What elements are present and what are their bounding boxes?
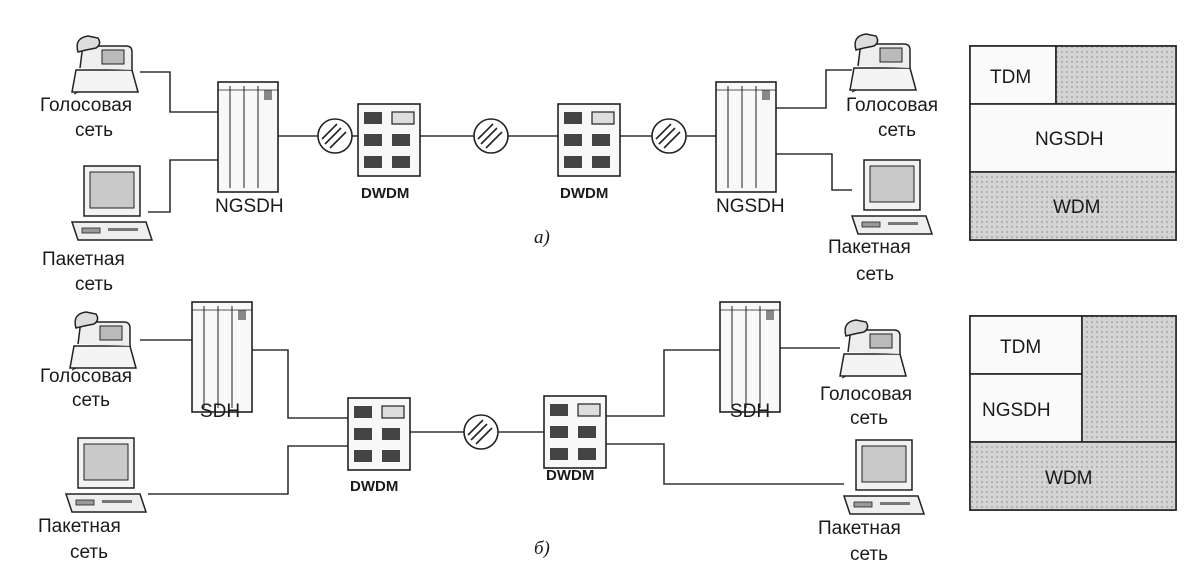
computer-icon bbox=[71, 165, 153, 241]
wire-b-sdh-right bbox=[606, 349, 720, 417]
dwdm-label: DWDM bbox=[361, 185, 409, 202]
legend-a-ngsdh-label: NGSDH bbox=[1035, 129, 1104, 150]
packet-network-label-line1: Пакетная bbox=[38, 516, 121, 537]
packet-network-label-line1: Пакетная bbox=[818, 518, 901, 539]
computer-icon bbox=[65, 437, 147, 513]
caption-b: б) bbox=[534, 538, 550, 559]
packet-network-label-line2: сеть bbox=[856, 264, 894, 285]
legend-b-wdm-cell bbox=[969, 441, 1177, 511]
legend-b-wdm-label: WDM bbox=[1045, 468, 1092, 489]
wire-a-voice-right bbox=[776, 69, 852, 109]
voice-network-label-line2: сеть bbox=[75, 120, 113, 141]
computer-icon bbox=[851, 159, 933, 235]
legend-b-tdm-cell bbox=[969, 315, 1083, 375]
computer-icon bbox=[843, 439, 925, 515]
legend-a-wdm-cell bbox=[969, 171, 1177, 241]
ngsdh-rack-icon bbox=[715, 81, 777, 193]
caption-a: а) bbox=[534, 227, 550, 248]
legend-a-packet-cell bbox=[1055, 45, 1177, 105]
sdh-label: SDH bbox=[200, 401, 240, 422]
telephone-icon bbox=[849, 33, 917, 93]
voice-network-label-line2: сеть bbox=[878, 120, 916, 141]
legend-a-tdm-label: TDM bbox=[990, 67, 1031, 88]
legend-a: TDM NGSDH WDM bbox=[969, 45, 1177, 241]
voice-network-label-line2: сеть bbox=[72, 390, 110, 411]
diagram-a: Голосовая сеть Пакетная сеть NGSDH DWDM … bbox=[40, 33, 938, 295]
dwdm-box-icon bbox=[557, 103, 621, 177]
legend-a-ngsdh-cell bbox=[969, 103, 1177, 173]
legend-b-packet-cell bbox=[1081, 315, 1177, 443]
wire-a-voice-left bbox=[140, 71, 218, 113]
wire-b-sdh-left bbox=[252, 349, 348, 419]
dwdm-box-icon bbox=[357, 103, 421, 177]
voice-network-label-line1: Голосовая bbox=[40, 95, 132, 116]
voice-network-label-line1: Голосовая bbox=[820, 384, 912, 405]
voice-network-label-line1: Голосовая bbox=[40, 366, 132, 387]
ngsdh-label: NGSDH bbox=[716, 196, 785, 217]
packet-network-label-line1: Пакетная bbox=[42, 249, 125, 270]
sdh-rack-icon bbox=[191, 301, 253, 413]
telephone-icon bbox=[69, 311, 137, 371]
telephone-icon bbox=[839, 319, 907, 379]
voice-network-label-line2: сеть bbox=[850, 408, 888, 429]
packet-network-label-line2: сеть bbox=[70, 542, 108, 563]
packet-network-label-line2: сеть bbox=[75, 274, 113, 295]
dwdm-label: DWDM bbox=[560, 185, 608, 202]
wire-b-packet-right bbox=[606, 443, 844, 485]
dwdm-label: DWDM bbox=[546, 467, 594, 484]
legend-b-ngsdh-cell bbox=[969, 373, 1083, 443]
packet-network-label-line2: сеть bbox=[850, 544, 888, 565]
optical-amplifier-icon bbox=[463, 414, 499, 450]
wire-b-packet-left bbox=[148, 445, 348, 495]
telephone-icon bbox=[71, 35, 139, 95]
diagram-b: Голосовая сеть Пакетная сеть SDH DWDM DW… bbox=[38, 301, 925, 565]
dwdm-box-icon bbox=[543, 395, 607, 469]
voice-network-label-line1: Голосовая bbox=[846, 95, 938, 116]
legend-b-ngsdh-label: NGSDH bbox=[982, 400, 1051, 421]
dwdm-box-icon bbox=[347, 397, 411, 471]
optical-amplifier-icon bbox=[473, 118, 509, 154]
dwdm-label: DWDM bbox=[350, 478, 398, 495]
wire-a-packet-left bbox=[148, 159, 218, 213]
ngsdh-rack-icon bbox=[217, 81, 279, 193]
sdh-label: SDH bbox=[730, 401, 770, 422]
optical-amplifier-icon bbox=[317, 118, 353, 154]
legend-b-tdm-label: TDM bbox=[1000, 337, 1041, 358]
ngsdh-label: NGSDH bbox=[215, 196, 284, 217]
sdh-rack-icon bbox=[719, 301, 781, 413]
optical-amplifier-icon bbox=[651, 118, 687, 154]
legend-b: TDM NGSDH WDM bbox=[969, 315, 1177, 511]
packet-network-label-line1: Пакетная bbox=[828, 237, 911, 258]
legend-a-wdm-label: WDM bbox=[1053, 197, 1100, 218]
wire-a-packet-right bbox=[776, 153, 852, 191]
